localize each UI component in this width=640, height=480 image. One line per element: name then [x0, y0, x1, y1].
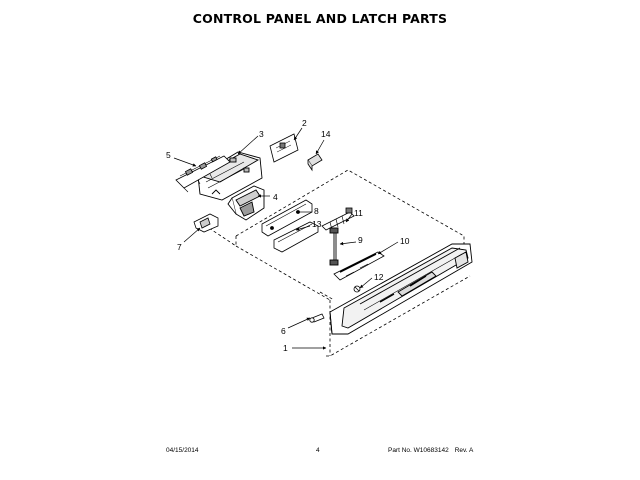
leader-lines: [173, 127, 399, 350]
part-keeper: [193, 213, 219, 233]
part-screw-front: [309, 313, 325, 323]
callout-10: 10: [400, 236, 410, 246]
leader-12: [359, 277, 373, 289]
callout-1: 1: [283, 343, 288, 353]
part-control-board: [175, 155, 231, 193]
leader-9: [339, 241, 357, 246]
leader-14: [315, 139, 325, 155]
part-console-panel: [329, 243, 473, 335]
part-spring: [321, 207, 355, 231]
leader-2: [293, 127, 303, 141]
callout-2: 2: [302, 118, 307, 128]
callout-13: 13: [312, 219, 322, 229]
footer-date: 04/15/2014: [166, 447, 199, 454]
part-control-housing: [197, 151, 263, 201]
part-latch: [227, 185, 265, 221]
part-ui-board: [333, 251, 385, 281]
leader-10: [377, 241, 399, 255]
part-screw: [353, 285, 361, 293]
callout-8: 8: [314, 206, 319, 216]
leader-7: [183, 227, 201, 243]
callout-14: 14: [321, 129, 331, 139]
revision-text: Rev. A: [454, 447, 474, 454]
callout-12: 12: [374, 272, 384, 282]
callout-7: 7: [177, 242, 182, 252]
leader-13: [295, 225, 311, 231]
page-title: CONTROL PANEL AND LATCH PARTS: [192, 11, 448, 26]
leader-3: [237, 135, 259, 155]
part-number-text: Part No. W10683142: [388, 447, 449, 454]
leader-5: [173, 157, 197, 167]
callout-4: 4: [273, 192, 278, 202]
footer-part-number: Part No. W10683142 Rev. A: [388, 447, 479, 454]
part-harness: [329, 227, 339, 266]
callout-6: 6: [281, 326, 286, 336]
leader-11: [345, 213, 353, 223]
leader-6: [287, 317, 311, 329]
footer-page-number: 4: [316, 447, 320, 454]
callout-11: 11: [354, 208, 363, 218]
callout-9: 9: [358, 235, 363, 245]
callout-5: 5: [166, 150, 171, 160]
part-clip: [307, 153, 323, 172]
part-label: [269, 133, 299, 163]
callout-3: 3: [259, 129, 264, 139]
